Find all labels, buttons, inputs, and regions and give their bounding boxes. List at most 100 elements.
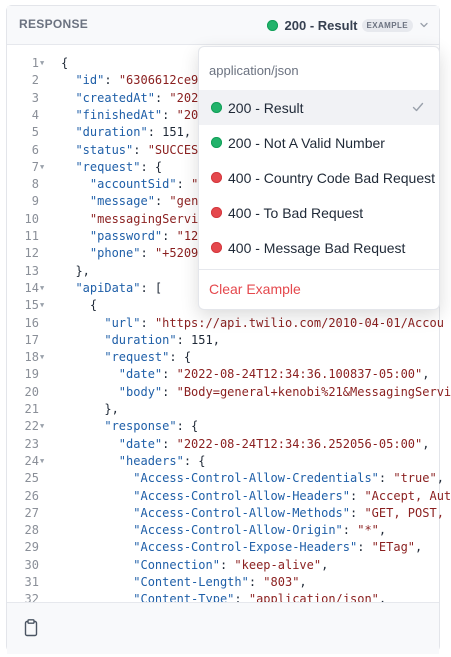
- code-text: },: [61, 263, 90, 278]
- code-text: "response": {: [104, 419, 199, 434]
- clear-example-button[interactable]: Clear Example: [209, 281, 301, 297]
- fold-toggle-icon[interactable]: ▼: [40, 301, 45, 310]
- code-text: {: [61, 298, 98, 313]
- example-dropdown: application/json 200 - Result 200 - Not A…: [198, 46, 440, 310]
- code-text: "accountSid": ": [89, 177, 199, 192]
- line-number: 4: [31, 107, 39, 122]
- code-text: "Connection": "keep-alive",: [133, 557, 329, 572]
- line-number: 31: [24, 575, 39, 589]
- code-text: "Access-Control-Allow-Credentials": "tru…: [133, 471, 444, 486]
- example-selector[interactable]: 200 - Result EXAMPLE: [266, 14, 429, 36]
- line-number: 5: [31, 125, 39, 140]
- line-number: 7: [31, 159, 39, 174]
- code-text: {: [61, 56, 69, 70]
- code-text: "date": "2022-08-24T12:34:36.100837-05:0…: [118, 367, 430, 382]
- line-number: 16: [24, 315, 39, 330]
- clipboard-icon[interactable]: [21, 617, 41, 639]
- dropdown-divider: [199, 269, 439, 270]
- line-number: 21: [24, 402, 39, 416]
- code-text: "url": "https://api.twilio.com/2010-04-0…: [104, 315, 444, 330]
- code-text: "date": "2022-08-24T12:34:36.252056-05:0…: [118, 436, 430, 451]
- line-number: 9: [31, 194, 39, 209]
- dropdown-item-label: 200 - Result: [228, 99, 304, 116]
- code-line: 26 "Access-Control-Allow-Headers": "Acce…: [7, 487, 451, 505]
- dropdown-item-label: 400 - Message Bad Request: [228, 239, 406, 256]
- code-text: "password": "12: [89, 229, 199, 243]
- code-line: 6 "status": "SUCCESS: [7, 141, 439, 159]
- line-number: 11: [24, 229, 39, 243]
- line-number: 12: [24, 246, 39, 261]
- chevron-down-icon: [420, 22, 428, 28]
- code-text: "Content-Length": "803",: [133, 575, 307, 589]
- line-number: 15: [24, 298, 39, 313]
- line-number: 18: [24, 350, 39, 365]
- response-header: RESPONSE 200 - Result EXAMPLE: [7, 6, 439, 45]
- line-number: 24: [24, 453, 39, 468]
- status-dot-icon: [211, 207, 222, 218]
- fold-toggle-icon[interactable]: ▼: [40, 59, 45, 67]
- dropdown-item-label: 400 - To Bad Request: [228, 204, 364, 221]
- code-line: 31 "Content-Length": "803",: [7, 573, 439, 591]
- dropdown-item[interactable]: 400 - Message Bad Request: [199, 230, 439, 265]
- line-number: 20: [24, 384, 39, 399]
- status-dot-icon: [211, 137, 222, 148]
- response-panel: RESPONSE 200 - Result EXAMPLE 1▼{2 "id":…: [6, 5, 451, 654]
- line-number: 19: [24, 367, 39, 382]
- dropdown-item-label: 200 - Not A Valid Number: [228, 134, 385, 151]
- code-text: "id": "6306612ce9: [75, 73, 199, 88]
- check-icon: [412, 102, 424, 112]
- code-line: 19 "date": "2022-08-24T12:34:36.100837-0…: [7, 365, 439, 383]
- code-text: },: [61, 402, 119, 416]
- code-line: 12 "phone": "+5209: [7, 244, 439, 262]
- code-line: 13 },: [7, 262, 439, 280]
- line-number: 26: [24, 488, 39, 503]
- code-line: 27 "Access-Control-Allow-Methods": "GET,…: [7, 504, 444, 522]
- code-text: "message": "gen: [89, 194, 199, 209]
- fold-toggle-icon[interactable]: ▼: [40, 422, 45, 431]
- dropdown-item-label: 400 - Country Code Bad Request: [228, 169, 436, 186]
- line-number: 8: [31, 177, 39, 192]
- code-line: 17 "duration": 151,: [7, 331, 439, 349]
- code-line: 4 "finishedAt": "20: [7, 106, 439, 124]
- line-number: 23: [24, 436, 39, 451]
- code-line: 7▼ "request": {: [7, 158, 439, 176]
- line-number: 3: [31, 90, 39, 105]
- code-line: 11 "password": "12: [7, 227, 439, 245]
- code-text: "headers": {: [118, 453, 206, 468]
- dropdown-heading: application/json: [209, 63, 299, 78]
- code-text: "Access-Control-Allow-Headers": "Accept,…: [133, 488, 451, 503]
- status-dot-icon: [211, 242, 222, 253]
- line-number: 27: [24, 505, 39, 520]
- fold-toggle-icon[interactable]: ▼: [40, 353, 45, 362]
- dropdown-item[interactable]: 400 - To Bad Request: [199, 195, 439, 230]
- code-line: 21 },: [7, 400, 439, 418]
- example-badge: EXAMPLE: [361, 18, 413, 32]
- code-line: 30 "Connection": "keep-alive",: [7, 556, 439, 574]
- code-line: 14▼ "apiData": [: [7, 279, 439, 297]
- status-dot-icon: [266, 19, 278, 31]
- code-line: 3 "createdAt": "202: [7, 89, 439, 107]
- fold-toggle-icon[interactable]: ▼: [40, 283, 45, 292]
- code-line: 23 "date": "2022-08-24T12:34:36.252056-0…: [7, 435, 439, 453]
- dropdown-item[interactable]: 400 - Country Code Bad Request: [199, 160, 439, 195]
- line-number: 22: [24, 419, 39, 434]
- code-line: 20 "body": "Body=general+kenobi%21&Messa…: [7, 383, 451, 401]
- code-text: "request": {: [104, 350, 192, 365]
- code-text: "body": "Body=general+kenobi%21&Messagin…: [118, 384, 451, 399]
- line-number: 2: [31, 73, 39, 88]
- fold-toggle-icon[interactable]: ▼: [40, 456, 45, 465]
- code-line: 1▼{: [7, 54, 439, 72]
- code-text: "duration": 151,: [75, 125, 192, 140]
- code-line: 10 "messagingServi: [7, 210, 439, 228]
- response-footer: [7, 602, 439, 654]
- status-dot-icon: [211, 172, 222, 183]
- code-line: 25 "Access-Control-Allow-Credentials": "…: [7, 469, 444, 487]
- code-line: 9 "message": "gen: [7, 192, 439, 210]
- line-number: 30: [24, 557, 39, 572]
- code-line: 15▼ {: [7, 296, 439, 314]
- code-line: 18▼ "request": {: [7, 348, 439, 366]
- dropdown-item[interactable]: 200 - Not A Valid Number: [199, 125, 439, 160]
- dropdown-item[interactable]: 200 - Result: [199, 90, 439, 125]
- line-number: 10: [24, 211, 39, 226]
- fold-toggle-icon[interactable]: ▼: [40, 162, 45, 171]
